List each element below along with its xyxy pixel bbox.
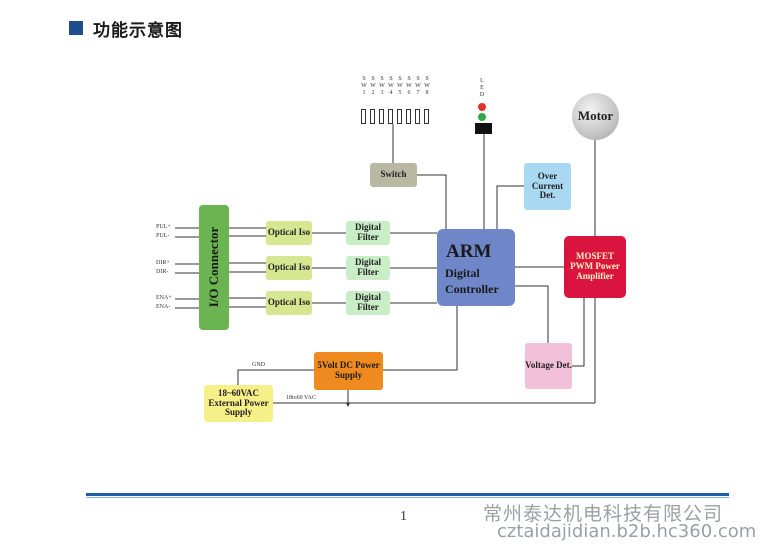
arm-subtitle: Digital Controller	[445, 266, 499, 296]
optical-iso-box: Optical Iso	[266, 256, 312, 280]
vac-wire-label: 18to60 VAC	[286, 395, 316, 401]
digital-filter-box: Digital Filter	[346, 221, 390, 245]
dip-switch-icon	[397, 109, 402, 124]
mosfet-amplifier-box: MOSFET PWM Power Amplifier	[564, 236, 626, 298]
dip-switch-icon	[406, 109, 411, 124]
dip-switch-icon	[424, 109, 429, 124]
digital-filter-box: Digital Filter	[346, 291, 390, 315]
arm-title: ARM	[446, 241, 492, 262]
motor-node: Motor	[572, 93, 619, 140]
power-supply-box: 5Volt DC Power Supply	[314, 352, 383, 390]
dip-switch-icon	[379, 109, 384, 124]
arm-controller-box: ARM Digital Controller	[437, 229, 515, 306]
led-green-icon	[478, 113, 486, 121]
watermark-url: cztaidajidian.b2b.hc360.com	[497, 521, 757, 542]
dip-switch-icon	[388, 109, 393, 124]
dip-switch-icon	[370, 109, 375, 124]
signal-label: DIR-	[156, 269, 169, 275]
optical-iso-box: Optical Iso	[266, 291, 312, 315]
optical-iso-box: Optical Iso	[266, 221, 312, 245]
led-red-icon	[478, 103, 486, 111]
voltage-det-box: Voltage Det.	[525, 343, 572, 389]
watermark-company: 常州泰达机电科技有限公司	[483, 503, 724, 525]
signal-label: PUL-	[156, 233, 170, 239]
dip-switch-icon	[361, 109, 366, 124]
io-connector-box: I/O Connector	[199, 205, 229, 330]
signal-label: ENA+	[156, 295, 172, 301]
footer-divider	[86, 493, 729, 496]
external-power-supply-box: 18~60VAC External Power Supply	[204, 385, 273, 422]
io-connector-label: I/O Connector	[206, 226, 221, 308]
led-housing-icon	[475, 123, 492, 134]
signal-label: PUL+	[156, 224, 171, 230]
gnd-label: GND	[252, 362, 265, 368]
page-number: 1	[400, 509, 407, 524]
page-title: 功能示意图	[93, 21, 183, 41]
footer-divider-thin	[86, 497, 729, 498]
digital-filter-box: Digital Filter	[346, 256, 390, 280]
over-current-box: Over Current Det.	[524, 163, 571, 210]
dip-switch-icon	[415, 109, 420, 124]
signal-label: DIR+	[156, 260, 170, 266]
signal-label: ENA-	[156, 304, 171, 310]
switch-box: Switch	[370, 163, 417, 187]
header-square-icon	[69, 21, 83, 35]
